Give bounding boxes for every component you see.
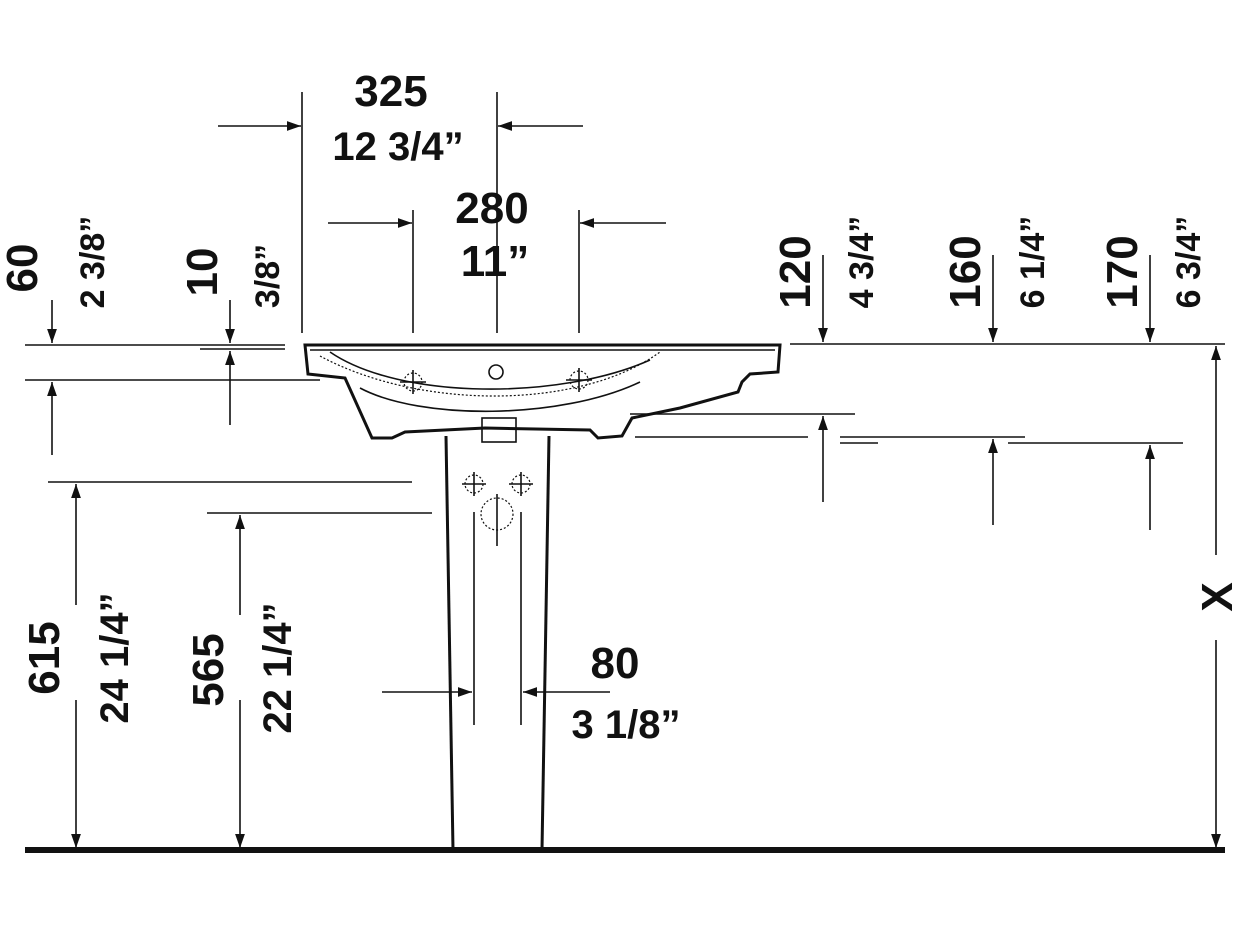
dim-160-mm: 160 <box>941 235 990 308</box>
dim-10-mm: 10 <box>178 248 227 297</box>
dim-80-in: 3 1/8” <box>572 703 681 747</box>
basin-outline <box>303 343 782 443</box>
extension-lines <box>25 92 1225 514</box>
tap-hole-left <box>400 370 426 394</box>
dim-60-mm: 60 <box>0 244 47 293</box>
dim-280-in: 11” <box>461 237 530 286</box>
dim-170-mm: 170 <box>1098 235 1147 308</box>
dim-170-in: 6 3/4” <box>1170 216 1208 309</box>
dim-60-in: 2 3/8” <box>74 216 112 309</box>
tap-hole-right <box>566 368 592 392</box>
dim-565-in: 22 1/4” <box>256 602 300 733</box>
dim-10-in: 3/8” <box>249 244 287 308</box>
dim-325-in: 12 3/4” <box>332 125 463 169</box>
dimension-arrows <box>47 121 1221 848</box>
dim-120-in: 4 3/4” <box>843 216 881 309</box>
dim-565-mm: 565 <box>184 633 233 706</box>
dim-80-mm: 80 <box>591 639 640 688</box>
dim-280-mm: 280 <box>455 184 528 233</box>
dim-160-in: 6 1/4” <box>1014 216 1052 309</box>
dim-120-mm: 120 <box>771 235 820 308</box>
dim-325-mm: 325 <box>354 67 427 116</box>
dim-x-label: X <box>1193 582 1235 611</box>
dim-615-in: 24 1/4” <box>93 592 137 723</box>
dim-615-mm: 615 <box>20 621 69 694</box>
pedestal <box>444 435 551 851</box>
